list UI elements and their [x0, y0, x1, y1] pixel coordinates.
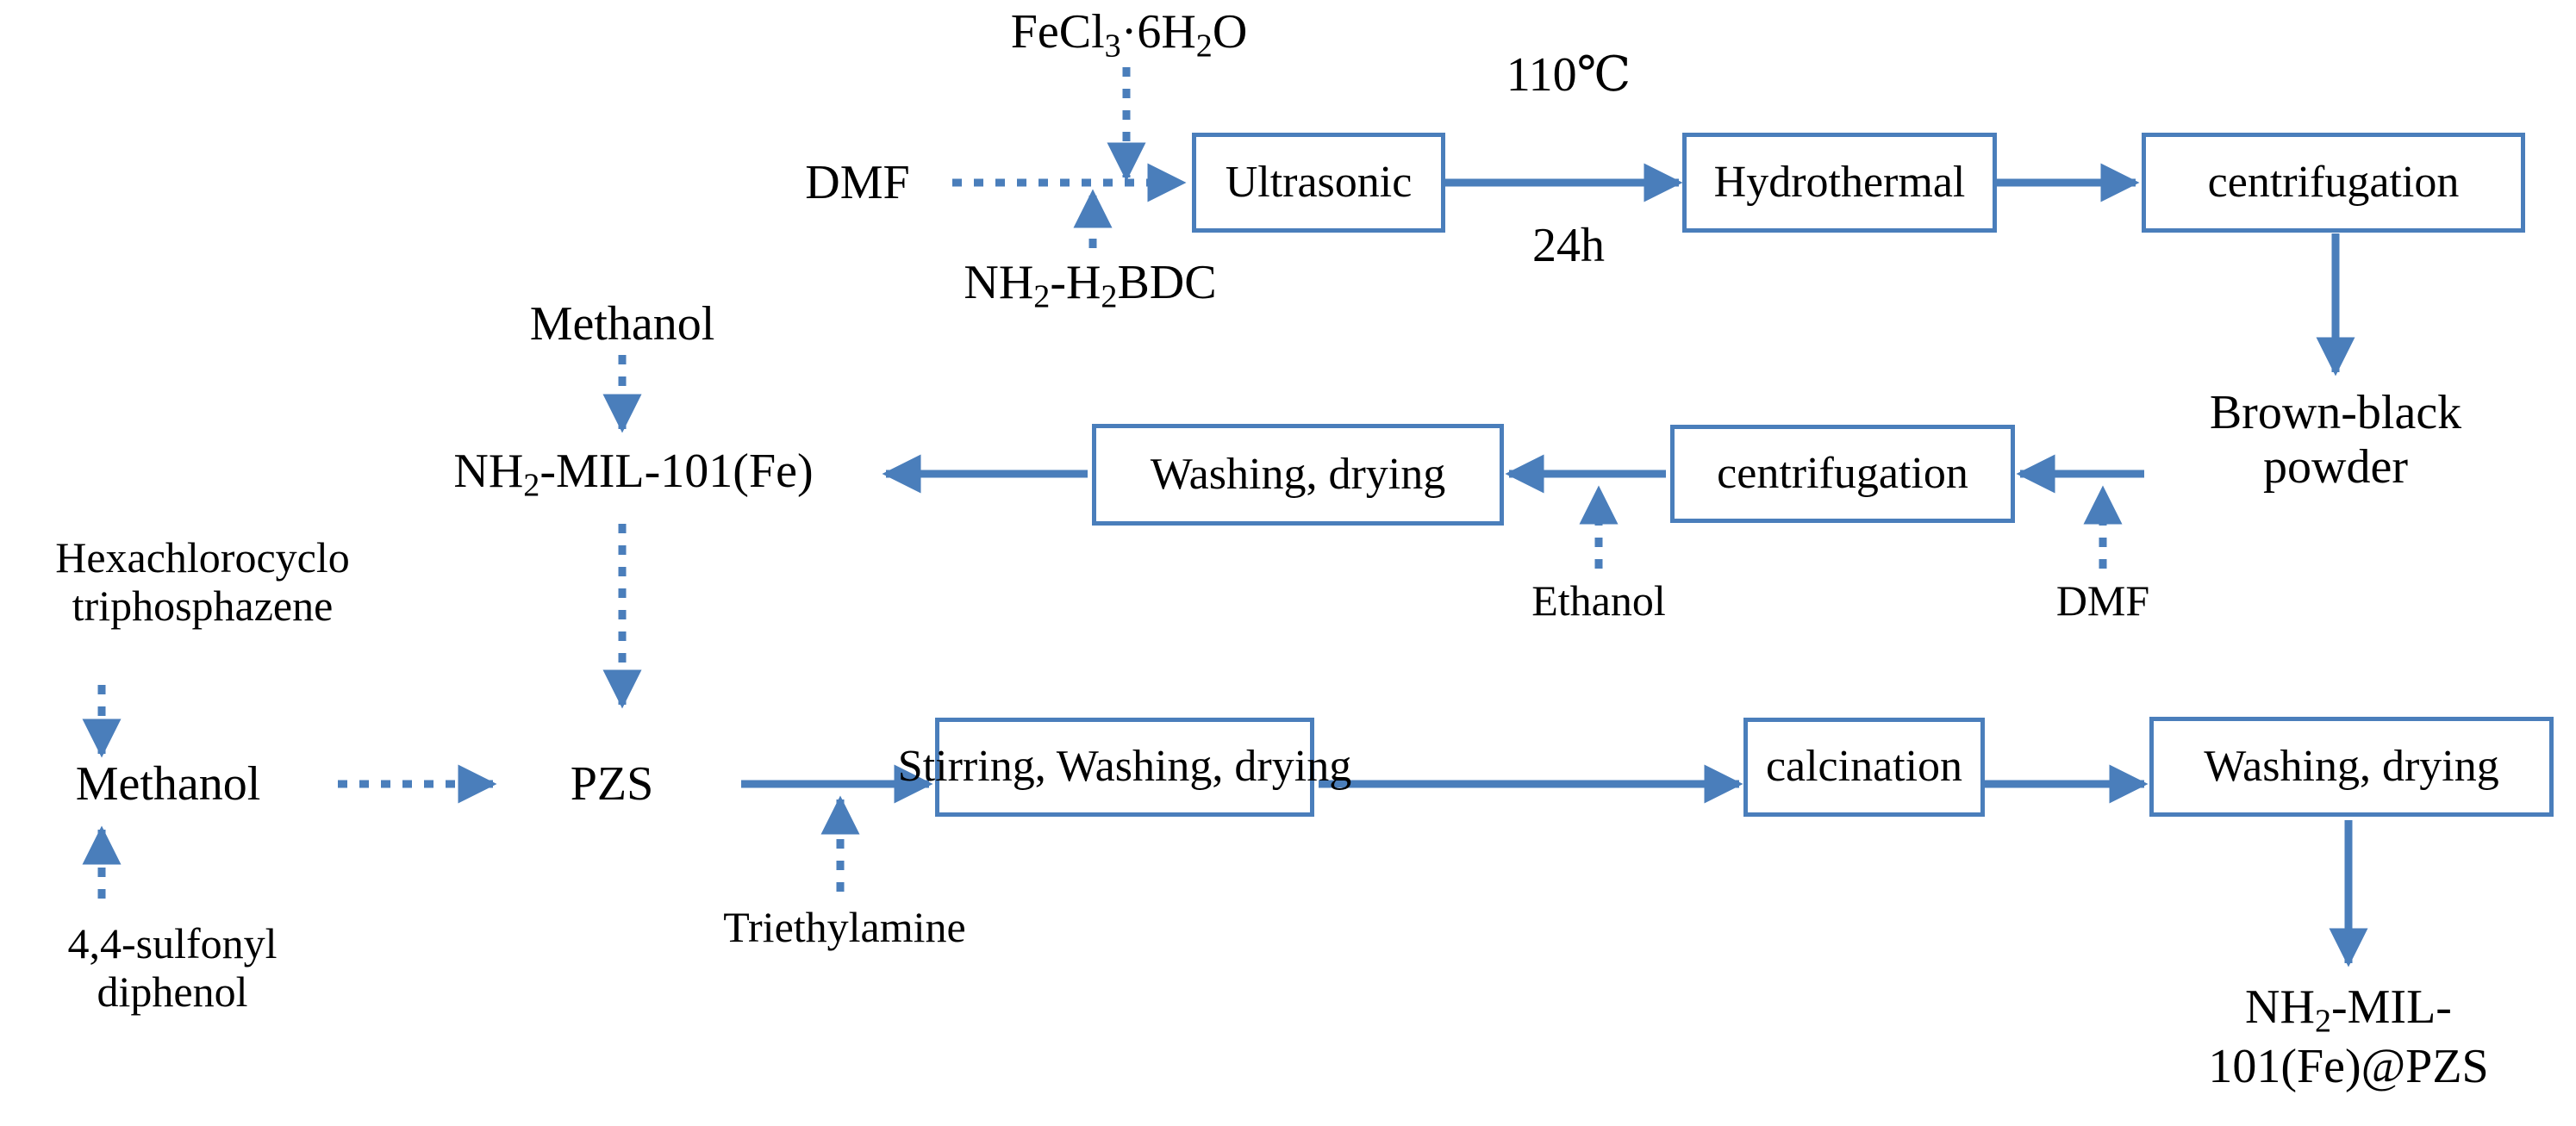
- reagent-dmf-top-text: DMF: [805, 155, 910, 209]
- reagent-dmf-mid-text: DMF: [2055, 576, 2150, 625]
- reagent-methanol-bottom-text: Methanol: [75, 756, 261, 811]
- reagent-ethanol-label: Ethanol: [1478, 570, 1719, 631]
- box-washing-drying-2[interactable]: Washing, drying: [2149, 717, 2554, 817]
- condition-duration: 24h: [1465, 215, 1672, 276]
- box-washing-drying-2-label: Washing, drying: [2204, 741, 2499, 791]
- reagent-sulfonyl-diphenol-label: 4,4-sulfonyl diphenol: [0, 903, 345, 1032]
- brown-black-line-1: Brown-black: [2209, 386, 2462, 440]
- brown-black-line-2: powder: [2263, 440, 2408, 494]
- product-line-1: NH2-MIL-: [2245, 980, 2452, 1040]
- reagent-methanol-bottom-label: Methanol: [0, 751, 336, 817]
- reagent-triethylamine-text: Triethylamine: [723, 903, 966, 951]
- box-washing-drying-1[interactable]: Washing, drying: [1092, 424, 1504, 526]
- reagent-nh2h2bdc-text: NH2-H2BDC: [964, 256, 1217, 315]
- sulfonyl-line-1: 4,4-sulfonyl: [67, 919, 278, 967]
- sulfonyl-line-2: diphenol: [97, 967, 248, 1016]
- box-calcination[interactable]: calcination: [1743, 718, 1985, 817]
- intermediate-nh2-mil-101-fe-text: NH2-MIL-101(Fe): [453, 445, 814, 504]
- product-nh2-mil-101-fe-pzs: NH2-MIL- 101(Fe)@PZS: [2086, 968, 2576, 1106]
- reagent-ethanol-text: Ethanol: [1531, 576, 1666, 625]
- box-calcination-label: calcination: [1765, 742, 1963, 792]
- product-line-2: 101(Fe)@PZS: [2208, 1040, 2489, 1094]
- box-centrifugation-2-label: centrifugation: [1717, 448, 1968, 498]
- hexa-line-1: Hexachlorocyclo: [55, 533, 350, 582]
- box-centrifugation-1-label: centrifugation: [2207, 157, 2460, 207]
- reagent-triethylamine-label: Triethylamine: [689, 896, 1000, 958]
- reagent-dmf-mid-label: DMF: [2008, 570, 2198, 631]
- intermediate-pzs: PZS: [508, 751, 715, 817]
- reagent-hexachlorocyclotriphosphazene-label: Hexachlorocyclo triphosphazene: [0, 517, 405, 646]
- box-centrifugation-2[interactable]: centrifugation: [1670, 425, 2015, 523]
- condition-temperature: 110℃: [1465, 45, 1672, 105]
- intermediate-pzs-text: PZS: [570, 756, 654, 811]
- intermediate-brown-black-powder: Brown-black powder: [2129, 376, 2542, 505]
- reagent-fecl3-label: FeCl3·6H2O: [952, 4, 1306, 66]
- reagent-nh2h2bdc-label: NH2-H2BDC: [909, 255, 1271, 317]
- hexa-line-2: triphosphazene: [72, 582, 334, 630]
- intermediate-nh2-mil-101-fe: NH2-MIL-101(Fe): [379, 441, 888, 508]
- condition-duration-text: 24h: [1532, 218, 1605, 272]
- box-stirring-washing-drying[interactable]: Stirring, Washing, drying: [898, 718, 1351, 817]
- box-hydrothermal-label: Hydrothermal: [1713, 157, 1966, 207]
- box-stirring-washing-drying-label: Stirring, Washing, drying: [897, 742, 1352, 792]
- reagent-dmf-top-label: DMF: [767, 152, 948, 214]
- box-washing-drying-1-label: Washing, drying: [1150, 449, 1446, 499]
- reagent-fecl3-text: FeCl3·6H2O: [1010, 5, 1248, 65]
- box-ultrasonic-label: Ultrasonic: [1225, 157, 1413, 207]
- condition-temperature-text: 110℃: [1506, 47, 1631, 102]
- box-hydrothermal[interactable]: Hydrothermal: [1682, 133, 1997, 233]
- reagent-methanol-top-text: Methanol: [529, 296, 715, 351]
- box-ultrasonic[interactable]: Ultrasonic: [1192, 133, 1445, 233]
- reagent-methanol-top-label: Methanol: [493, 293, 752, 355]
- box-centrifugation-1[interactable]: centrifugation: [2142, 133, 2525, 233]
